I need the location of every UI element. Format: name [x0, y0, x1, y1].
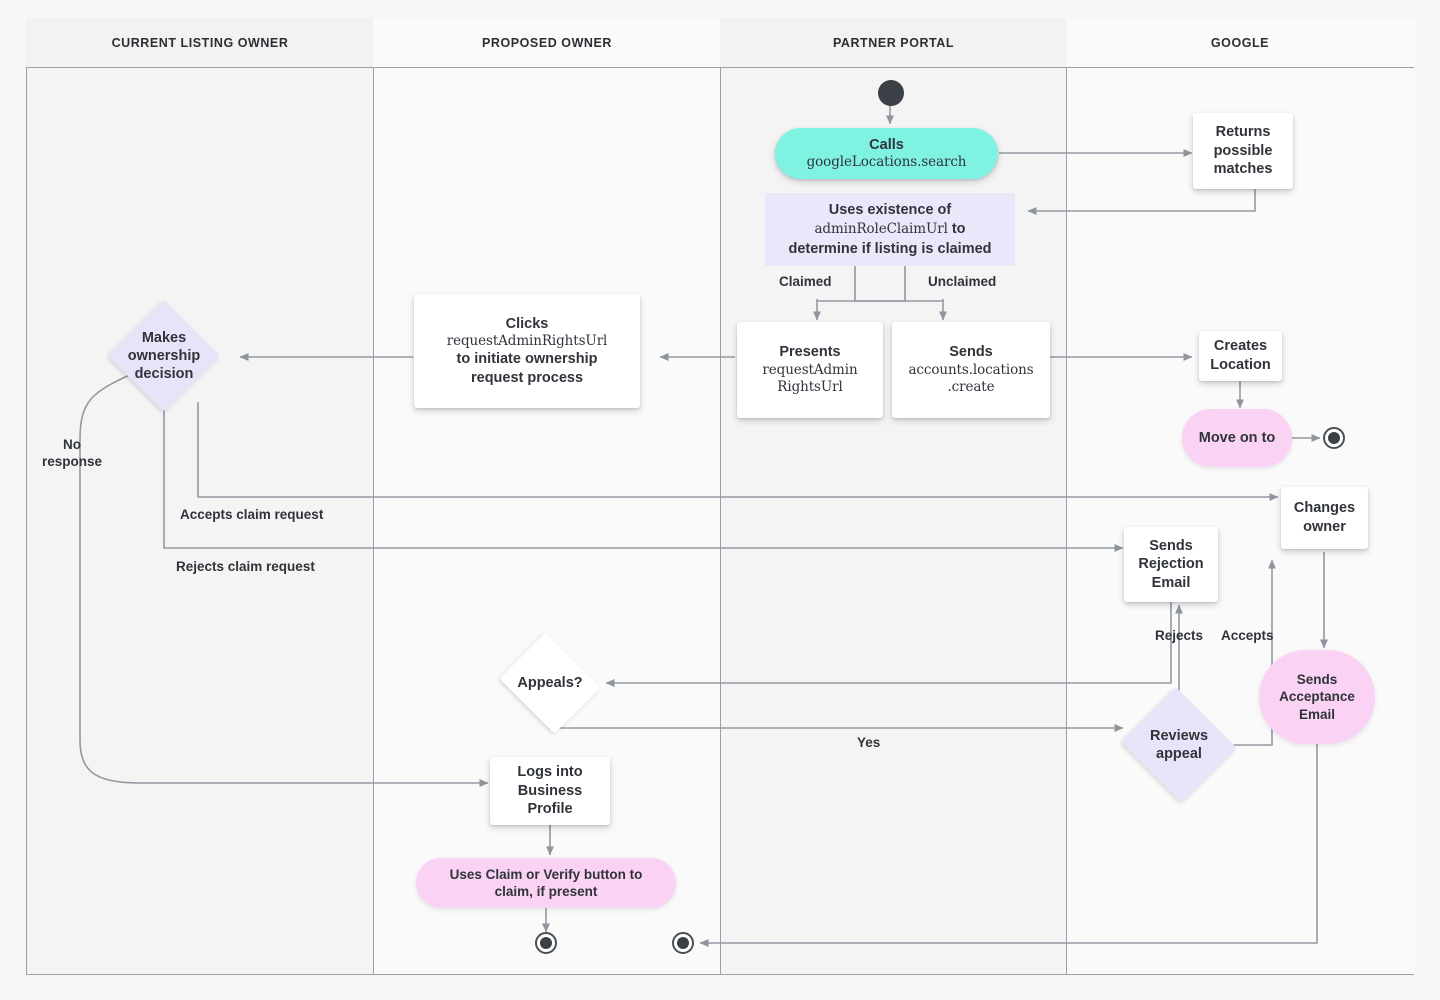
- node-line-4: request process: [470, 369, 584, 386]
- node-code-line-2: RightsUrl: [777, 379, 843, 396]
- node-line-2: owner: [1303, 519, 1346, 535]
- node-title: Sends: [949, 344, 993, 361]
- node-clicks-request-admin-rights-url[interactable]: Clicks requestAdminRightsUrl to initiate…: [414, 294, 640, 408]
- node-label: Move on to: [1198, 429, 1276, 446]
- node-sends-acceptance-email[interactable]: Sends Acceptance Email: [1259, 650, 1375, 744]
- node-changes-owner[interactable]: Changes owner: [1281, 487, 1368, 549]
- edge-label-accepts: Accepts: [1221, 628, 1274, 643]
- node-line-1: Sends: [1149, 537, 1193, 554]
- node-title: Clicks: [505, 315, 549, 332]
- node-uses-existence-of-admin-role-claim-url[interactable]: Uses existence of adminRoleClaimUrl to d…: [765, 193, 1015, 266]
- node-line-3: Email: [1298, 706, 1336, 722]
- edge-label-rejects: Rejects: [1155, 628, 1204, 643]
- node-appeals-decision[interactable]: Appeals?: [495, 632, 605, 734]
- node-line-2: ownership: [127, 347, 201, 364]
- edge-label-accepts-claim-request: Accepts claim request: [180, 507, 324, 522]
- node-calls-google-locations-search[interactable]: Calls googleLocations.search: [775, 128, 998, 179]
- node-line-3: Profile: [527, 801, 573, 818]
- node-code: adminRoleClaimUrl: [814, 221, 948, 238]
- node-label: Makes ownership decision: [108, 300, 220, 412]
- node-line-3: matches: [1213, 161, 1273, 178]
- node-line-1: Changes: [1293, 500, 1356, 517]
- node-label: Appeals?: [517, 674, 583, 691]
- node-line-3: Email: [1151, 574, 1191, 591]
- node-code: requestAdminRightsUrl: [446, 333, 608, 350]
- node-title: Presents: [779, 344, 841, 361]
- lane-column-proposed-owner: [374, 19, 721, 974]
- node-code-line-2: .create: [947, 379, 995, 396]
- node-code-line-1: accounts.locations: [908, 362, 1034, 378]
- node-line-2: Business: [517, 782, 583, 799]
- edge-label-unclaimed: Unclaimed: [928, 274, 997, 289]
- node-line-3: to initiate ownership: [456, 351, 598, 368]
- node-returns-possible-matches[interactable]: Returns possible matches: [1193, 113, 1293, 189]
- node-title: Calls: [869, 136, 904, 153]
- lane-header-label: CURRENT LISTING OWNER: [111, 35, 289, 50]
- lane-header-partner-portal: PARTNER PORTAL: [720, 18, 1067, 68]
- node-line-1: Uses existence of: [828, 201, 952, 218]
- lane-header-current-listing-owner: CURRENT LISTING OWNER: [26, 18, 374, 68]
- node-line-2: Acceptance: [1279, 689, 1355, 705]
- edge-label-yes: Yes: [857, 735, 881, 750]
- lane-header-google: GOOGLE: [1066, 18, 1414, 68]
- node-line-1: Uses Claim or Verify button to: [449, 866, 643, 882]
- lane-column-current-listing-owner: [27, 19, 374, 974]
- lane-header-proposed-owner: PROPOSED OWNER: [373, 18, 721, 68]
- node-line-2: adminRoleClaimUrl to: [814, 219, 965, 239]
- node-sends-accounts-locations-create[interactable]: Sends accounts.locations .create: [892, 322, 1050, 418]
- edge-label-rejects-claim-request: Rejects claim request: [176, 559, 315, 574]
- start-node-icon: [878, 80, 904, 106]
- node-line-2: Rejection: [1138, 556, 1204, 573]
- lane-header-label: GOOGLE: [1210, 35, 1270, 50]
- node-move-on-to[interactable]: Move on to: [1182, 409, 1292, 467]
- node-label: Reviews appeal: [1118, 690, 1240, 800]
- node-line-2: Location: [1210, 357, 1271, 373]
- node-presents-request-admin-rights-url[interactable]: Presents requestAdmin RightsUrl: [737, 322, 883, 418]
- node-sends-rejection-email[interactable]: Sends Rejection Email: [1124, 527, 1218, 602]
- node-uses-claim-or-verify-button[interactable]: Uses Claim or Verify button to claim, if…: [416, 858, 676, 908]
- node-line-3: determine if listing is claimed: [788, 240, 992, 257]
- node-line-2: claim, if present: [494, 884, 598, 899]
- end-node-proposed-owner-icon: [535, 932, 557, 954]
- node-line-1: Returns: [1215, 124, 1271, 141]
- end-node-partner-portal-icon: [672, 932, 694, 954]
- node-creates-location[interactable]: Creates Location: [1199, 331, 1282, 381]
- node-line-3: decision: [134, 366, 194, 383]
- edge-label-claimed: Claimed: [779, 274, 832, 289]
- node-line-1: Makes: [141, 329, 187, 346]
- lane-header-label: PARTNER PORTAL: [832, 35, 955, 50]
- end-node-google-icon: [1323, 427, 1345, 449]
- node-code: googleLocations.search: [806, 154, 967, 171]
- node-line-2: appeal: [1156, 746, 1202, 762]
- node-line-1: Reviews: [1149, 727, 1209, 744]
- node-code-line-1: requestAdmin: [762, 362, 858, 378]
- node-makes-ownership-decision[interactable]: Makes ownership decision: [108, 300, 220, 412]
- node-reviews-appeal[interactable]: Reviews appeal: [1118, 687, 1240, 803]
- node-line-1: Creates: [1213, 338, 1268, 355]
- node-logs-into-business-profile[interactable]: Logs into Business Profile: [490, 757, 610, 825]
- node-line-1: Logs into: [517, 764, 583, 781]
- edge-label-no-response-line-1: No: [63, 437, 82, 452]
- lane-header-label: PROPOSED OWNER: [482, 35, 612, 50]
- edge-label-no-response-line-2: response: [42, 453, 103, 469]
- node-line-2: possible: [1213, 142, 1273, 159]
- node-line-1: Sends: [1296, 672, 1338, 688]
- node-code-suffix: to: [947, 221, 966, 238]
